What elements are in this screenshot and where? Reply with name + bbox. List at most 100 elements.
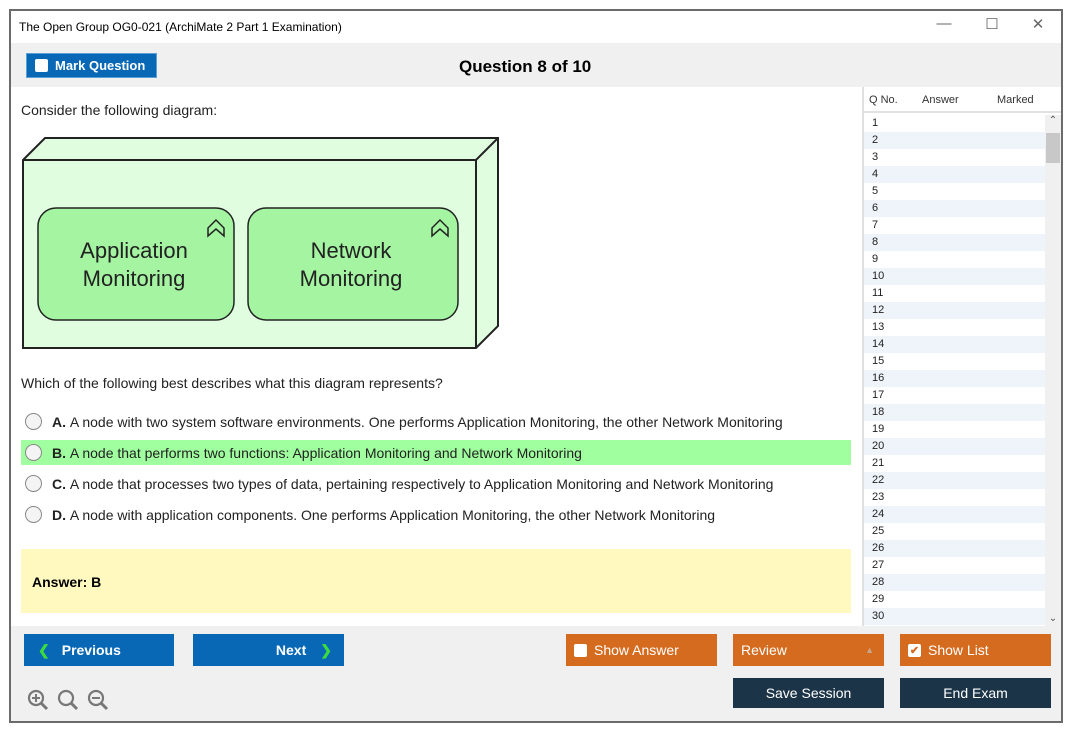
col-answer: Answer xyxy=(922,94,959,106)
question-intro: Consider the following diagram: xyxy=(21,102,218,118)
checkbox-icon xyxy=(35,59,48,72)
radio-button[interactable] xyxy=(25,475,42,492)
radio-button[interactable] xyxy=(25,506,42,523)
list-row[interactable]: 15 xyxy=(872,355,885,367)
list-row[interactable]: 5 xyxy=(872,185,879,197)
list-row[interactable]: 18 xyxy=(864,404,1046,421)
list-row[interactable]: 17 xyxy=(872,389,885,401)
checkbox-icon xyxy=(574,643,587,657)
list-row[interactable]: 16 xyxy=(864,370,1046,387)
option-letter: D. xyxy=(52,506,66,523)
function-application-monitoring: Application Monitoring xyxy=(37,207,235,321)
list-row[interactable]: 14 xyxy=(864,336,1046,353)
list-row[interactable]: 7 xyxy=(872,219,879,231)
list-row[interactable]: 19 xyxy=(872,423,885,435)
list-row[interactable]: 11 xyxy=(872,287,884,299)
list-row[interactable]: 30 xyxy=(864,608,1046,625)
chevron-left-icon: ❮ xyxy=(38,641,50,658)
answer-option[interactable]: C. A node that processes two types of da… xyxy=(21,471,851,496)
end-exam-button[interactable]: End Exam xyxy=(900,678,1051,708)
element-label: Monitoring xyxy=(83,266,186,291)
exam-window: The Open Group OG0-021 (ArchiMate 2 Part… xyxy=(9,9,1063,723)
chevron-right-icon: ❯ xyxy=(320,641,332,658)
show-list-label: Show List xyxy=(928,642,989,658)
list-row[interactable]: 21 xyxy=(872,457,885,469)
col-marked: Marked xyxy=(997,94,1034,106)
function-network-monitoring: Network Monitoring xyxy=(247,207,459,321)
radio-button[interactable] xyxy=(25,444,42,461)
function-icon xyxy=(431,218,449,238)
list-row[interactable]: 28 xyxy=(864,574,1046,591)
list-row[interactable]: 2 xyxy=(864,132,1046,149)
option-text: A node with application components. One … xyxy=(69,506,716,523)
answer-option[interactable]: A. A node with two system software envir… xyxy=(21,409,851,434)
minimize-icon[interactable]: — xyxy=(936,15,952,32)
zoom-in-icon[interactable] xyxy=(27,689,49,711)
col-qno: Q No. xyxy=(869,94,898,106)
list-row[interactable]: 26 xyxy=(864,540,1046,557)
answer-box: Answer: B xyxy=(21,549,851,613)
option-letter: B. xyxy=(52,444,66,461)
previous-label: Previous xyxy=(61,642,121,658)
answer-option[interactable]: D. A node with application components. O… xyxy=(21,502,851,527)
list-row[interactable]: 23 xyxy=(872,491,885,503)
list-row[interactable]: 13 xyxy=(872,321,885,333)
list-row[interactable]: 8 xyxy=(864,234,1046,251)
element-label: Application xyxy=(80,238,188,263)
list-row[interactable]: 6 xyxy=(864,200,1046,217)
checkbox-checked-icon: ✔ xyxy=(908,643,921,657)
scroll-down-icon[interactable]: ⌄ xyxy=(1048,613,1058,624)
archimate-diagram: Application Monitoring Network Monitorin… xyxy=(22,137,499,349)
question-panel: Consider the following diagram: Applicat… xyxy=(11,87,862,626)
list-header: Q No. Answer Marked xyxy=(864,87,1061,113)
next-label: Next xyxy=(275,642,307,658)
radio-button[interactable] xyxy=(25,413,42,430)
question-counter: Question 8 of 10 xyxy=(459,57,592,76)
close-icon[interactable]: ✕ xyxy=(1031,16,1045,33)
show-answer-button[interactable]: Show Answer xyxy=(566,634,717,666)
function-icon xyxy=(207,218,225,238)
title-bar: The Open Group OG0-021 (ArchiMate 2 Part… xyxy=(11,11,1061,43)
list-row[interactable]: 10 xyxy=(864,268,1046,285)
save-session-label: Save Session xyxy=(765,685,852,701)
toolbar: Mark Question Question 8 of 10 xyxy=(11,43,1061,87)
list-row[interactable]: 20 xyxy=(864,438,1046,455)
mark-question-button[interactable]: Mark Question xyxy=(26,53,157,78)
mark-question-label: Mark Question xyxy=(55,58,146,73)
end-exam-label: End Exam xyxy=(943,685,1008,701)
save-session-button[interactable]: Save Session xyxy=(733,678,884,708)
window-title: The Open Group OG0-021 (ArchiMate 2 Part… xyxy=(19,20,342,34)
previous-button[interactable]: ❮ Previous xyxy=(24,634,174,666)
zoom-reset-icon[interactable] xyxy=(57,689,79,711)
zoom-out-icon[interactable] xyxy=(87,689,109,711)
list-row[interactable]: 12 xyxy=(864,302,1046,319)
maximize-icon[interactable]: ☐ xyxy=(985,16,999,33)
list-row[interactable]: 29 xyxy=(872,593,885,605)
list-row[interactable]: 25 xyxy=(872,525,885,537)
element-label: Network xyxy=(311,238,393,263)
scroll-up-icon[interactable]: ⌃ xyxy=(1048,115,1058,126)
list-row[interactable]: 3 xyxy=(872,151,879,163)
element-label: Monitoring xyxy=(300,266,403,291)
list-row[interactable]: 9 xyxy=(872,253,879,265)
list-row[interactable]: 22 xyxy=(864,472,1046,489)
answer-option[interactable]: B. A node that performs two functions: A… xyxy=(21,440,851,465)
scrollbar[interactable]: ⌃ ⌄ xyxy=(1045,115,1061,626)
list-row[interactable]: 4 xyxy=(864,166,1046,183)
scroll-thumb[interactable] xyxy=(1046,133,1060,163)
list-row[interactable]: 27 xyxy=(872,559,885,571)
option-letter: C. xyxy=(52,475,66,492)
review-label: Review xyxy=(741,642,787,658)
show-answer-label: Show Answer xyxy=(594,642,679,658)
next-button[interactable]: Next ❯ xyxy=(193,634,344,666)
list-row[interactable]: 1 xyxy=(872,117,879,129)
show-list-button[interactable]: ✔ Show List xyxy=(900,634,1051,666)
triangle-up-icon: ▲ xyxy=(865,645,874,655)
option-text: A node that processes two types of data,… xyxy=(69,475,774,492)
option-text: A node that performs two functions: Appl… xyxy=(69,444,582,461)
review-dropdown[interactable]: Review ▲ xyxy=(733,634,884,666)
question-prompt: Which of the following best describes wh… xyxy=(21,375,443,391)
list-row[interactable]: 24 xyxy=(864,506,1046,523)
option-text: A node with two system software environm… xyxy=(69,413,783,430)
